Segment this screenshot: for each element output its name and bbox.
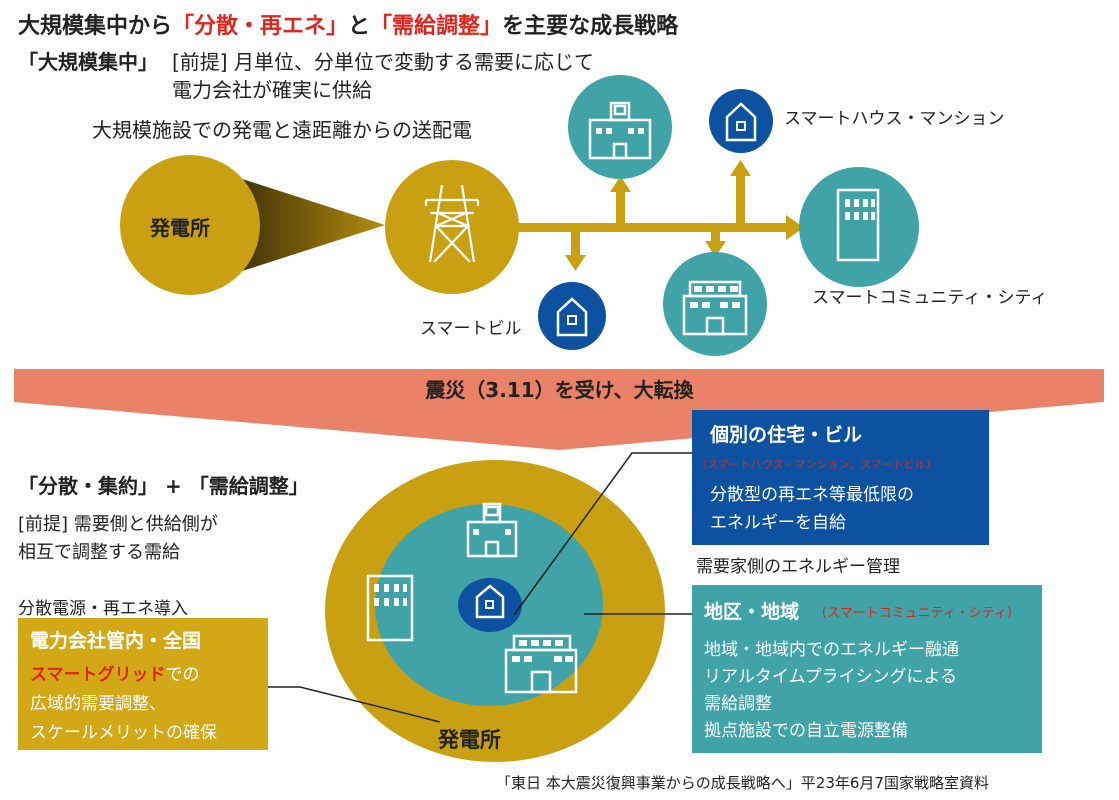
tall-building-icon-bottom (366, 574, 414, 642)
smart-building-label: スマートビル (420, 319, 522, 339)
distributed-power-label: 分散電源・再エネ導入 (18, 599, 188, 619)
page-title: 大規模集中から「分散・再エネ」と「需給調整」を主要な成長戦略 (18, 14, 679, 39)
demand-management-label: 需要家側のエネルギー管理 (696, 557, 900, 577)
school-building-icon (588, 101, 652, 160)
transmission-arrow (230, 175, 385, 275)
power-plant-label: 発電所 (150, 216, 210, 240)
leader-lines (268, 452, 692, 723)
centralized-premise-2: 電力会社が確実に供給 (172, 78, 372, 102)
source-footer: 「東日 本大震災復興事業からの成長戦略へ」平23年6月7国家戦略室資料 (496, 774, 989, 792)
smart-building-top-circle (568, 75, 672, 179)
wide-building-icon (682, 280, 748, 336)
smart-building-wide-circle (663, 252, 767, 356)
distributed-premise-2: 相互で調整する需給 (18, 542, 180, 563)
house-icon (725, 102, 757, 142)
utility-area-title: 電力会社管内・全国 (30, 630, 202, 652)
transition-banner (14, 369, 1104, 450)
power-plant-circle (120, 155, 260, 295)
individual-house-title: 個別の住宅・ビル (710, 424, 863, 446)
centralized-description: 大規模施設での発電と遠距離からの送配電 (92, 118, 472, 142)
district-area-box: 地区・地域 （スマートコミュニティ・シティ） 地域・地域内でのエネルギー融通 リ… (692, 585, 1042, 753)
house-icon-bottom (475, 584, 505, 619)
transmission-tower-icon (424, 184, 480, 263)
tall-building-icon (836, 188, 880, 262)
district-area-subtitle: （スマートコミュニティ・シティ） (814, 606, 1021, 621)
school-icon-bottom (466, 502, 518, 558)
wide-building-icon-bottom (504, 634, 578, 694)
centralized-heading: 「大規模集中」 (18, 50, 158, 74)
transition-banner-label: 震災（3.11）を受け、大転換 (425, 378, 694, 402)
centralized-premise-1: [前提] 月単位、分単位で変動する需要に応じて (172, 50, 594, 74)
district-area-title: 地区・地域 (704, 601, 800, 623)
individual-house-subtitle: （スマートハウス・マンション、スマートビル） (696, 458, 937, 471)
utility-area-box: 電力会社管内・全国 スマートグリッドでの 広域的需要調整、 スケールメリットの確… (18, 618, 268, 750)
smart-house-mansion-label: スマートハウス・マンション (784, 109, 1005, 129)
house-icon-small (556, 297, 588, 337)
inner-house-ellipse (458, 578, 522, 632)
distributed-heading: 「分散・集約」 + 「需給調整」 (18, 474, 309, 498)
power-plant-bottom-label: 発電所 (438, 728, 501, 752)
smart-community-top-circle (799, 167, 919, 287)
smart-community-label: スマートコミュニティ・シティ (812, 288, 1048, 308)
distributed-premise-1: [前提] 需要側と供給側が (18, 514, 218, 535)
distribution-lines (510, 160, 804, 271)
individual-house-box: 個別の住宅・ビル （スマートハウス・マンション、スマートビル） 分散型の再エネ等… (692, 410, 989, 545)
